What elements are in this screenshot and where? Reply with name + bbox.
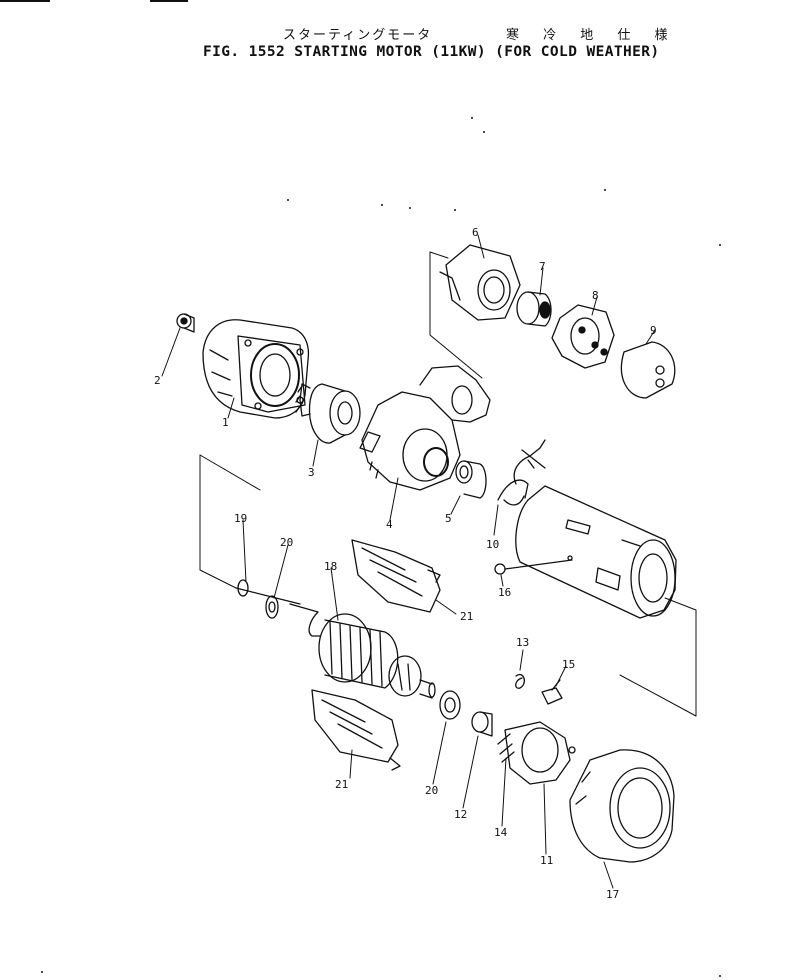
part-4-center-housing xyxy=(359,365,491,491)
part-10-brush-spring xyxy=(497,439,546,506)
part-12-bushing xyxy=(471,711,493,737)
part-2-bushing xyxy=(176,313,195,333)
callout-labels: 1 2 3 4 5 6 7 8 9 10 11 12 13 14 15 16 1… xyxy=(154,226,657,901)
part-15-nut xyxy=(541,679,563,705)
callout-4: 4 xyxy=(386,518,393,531)
part-yoke-body xyxy=(515,485,677,619)
callout-21-upper: 21 xyxy=(460,610,473,623)
japanese-title: スターティングモータ 寒 冷 地 仕 様 xyxy=(0,24,787,43)
callout-21-lower: 21 xyxy=(335,778,348,791)
callout-18: 18 xyxy=(324,560,337,573)
callout-13: 13 xyxy=(516,636,529,649)
callout-12: 12 xyxy=(454,808,467,821)
callout-15: 15 xyxy=(562,658,575,671)
part-7-plunger xyxy=(516,291,552,327)
part-14-brush xyxy=(497,733,515,763)
callout-7: 7 xyxy=(539,260,546,273)
part-3-pinion-clutch xyxy=(295,383,361,444)
part-6-solenoid-housing xyxy=(439,244,521,321)
part-16-screw xyxy=(494,559,573,575)
callout-19: 19 xyxy=(234,512,247,525)
part-8-switch-block xyxy=(551,304,615,369)
callout-14: 14 xyxy=(494,826,508,839)
japanese-part-name: スターティングモータ xyxy=(283,28,433,43)
callout-9: 9 xyxy=(650,324,657,337)
callout-8: 8 xyxy=(592,289,599,302)
callout-11: 11 xyxy=(540,854,553,867)
part-19-20-washers xyxy=(235,579,301,619)
figure-title: FIG. 1552 STARTING MOTOR (11KW) (FOR COL… xyxy=(203,44,660,60)
callout-1: 1 xyxy=(222,416,229,429)
part-9-end-cap xyxy=(620,341,676,399)
top-mid-rule xyxy=(150,0,188,2)
top-left-rule xyxy=(0,0,50,2)
part-21-field-coil-upper xyxy=(351,539,441,613)
callout-5: 5 xyxy=(445,512,452,525)
callout-20-lower: 20 xyxy=(425,784,438,797)
callout-6: 6 xyxy=(472,226,479,239)
part-5-sleeve xyxy=(455,460,487,499)
scan-speckles xyxy=(41,117,721,977)
part-1-front-housing xyxy=(202,319,310,419)
part-18-armature xyxy=(289,603,436,699)
part-20-washer-lower xyxy=(439,690,461,720)
callout-16: 16 xyxy=(498,586,511,599)
callout-3: 3 xyxy=(308,466,315,479)
leader-lines xyxy=(161,234,697,889)
part-21-field-coil-lower xyxy=(311,689,401,771)
part-17-rear-cover xyxy=(569,749,675,863)
callout-10: 10 xyxy=(486,538,499,551)
callout-20-upper: 20 xyxy=(280,536,293,549)
callout-17: 17 xyxy=(606,888,619,901)
callout-2: 2 xyxy=(154,374,161,387)
japanese-spec: 寒 冷 地 仕 様 xyxy=(506,28,678,43)
part-11-brush-holder xyxy=(504,721,576,785)
part-13-spring xyxy=(515,673,526,689)
